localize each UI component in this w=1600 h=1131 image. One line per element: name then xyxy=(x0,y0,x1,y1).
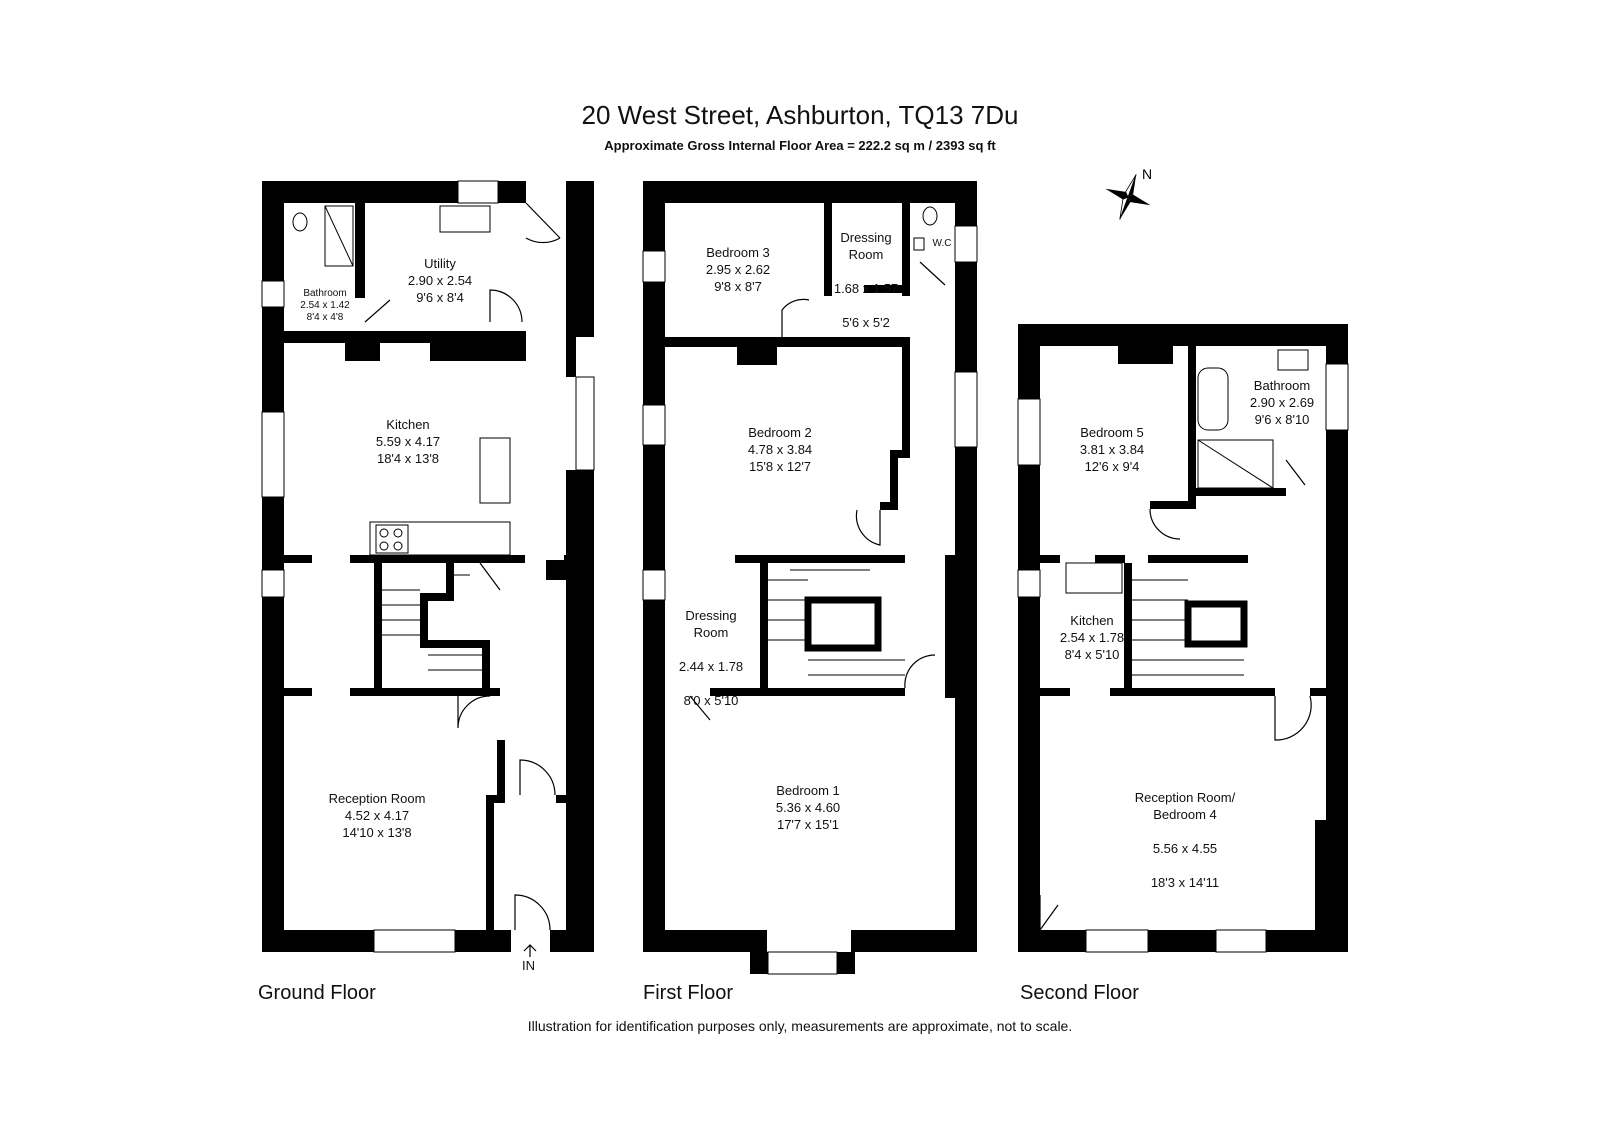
toilet-icon xyxy=(292,212,308,232)
ground-floor-walls xyxy=(262,181,594,952)
room-label-dressing-room-lower: Dressing Room 2.44 x 1.78 8'0 x 5'10 xyxy=(678,608,744,708)
room-label-bedroom-1: Bedroom 1 5.36 x 4.60 17'7 x 15'1 xyxy=(775,783,841,832)
room-label-bedroom-2: Bedroom 2 4.78 x 3.84 15'8 x 12'7 xyxy=(747,425,813,474)
floor-name-second: Second Floor xyxy=(1020,982,1139,1004)
room-label-reception-bedroom-4: Reception Room/ Bedroom 4 5.56 x 4.55 18… xyxy=(1134,790,1236,890)
north-label: N xyxy=(1142,166,1152,182)
shower-tray-icon xyxy=(324,205,354,267)
disclaimer-text: Illustration for identification purposes… xyxy=(527,1018,1073,1034)
compass-rose-icon: N xyxy=(1105,166,1152,220)
entrance-label: IN xyxy=(522,958,535,973)
room-label-utility: Utility 2.90 x 2.54 9'6 x 8'4 xyxy=(407,256,473,305)
bathtub-icon xyxy=(1197,367,1229,431)
floor-area-subtitle: Approximate Gross Internal Floor Area = … xyxy=(604,138,996,153)
room-label-kitchen: Kitchen 5.59 x 4.17 18'4 x 13'8 xyxy=(375,417,441,466)
room-label-ground-bathroom: Bathroom 2.54 x 1.42 8'4 x 4'8 xyxy=(300,288,350,323)
entrance-arrow-icon xyxy=(523,944,537,957)
kitchen-sink-icon xyxy=(479,437,511,504)
room-label-wc: W.C xyxy=(932,238,952,249)
room-label-reception-room: Reception Room 4.52 x 4.17 14'10 x 13'8 xyxy=(328,791,426,840)
sink-icon xyxy=(439,205,491,233)
room-label-second-kitchen: Kitchen 2.54 x 1.78 8'4 x 5'10 xyxy=(1059,613,1125,662)
room-label-second-bathroom: Bathroom 2.90 x 2.69 9'6 x 8'10 xyxy=(1249,378,1315,427)
floor-name-first: First Floor xyxy=(643,982,733,1004)
toilet-icon xyxy=(922,206,938,226)
hob-icon xyxy=(375,524,409,554)
kitchen-sink-icon xyxy=(1065,562,1123,594)
shower-tray-icon xyxy=(1197,439,1274,489)
first-floor-walls xyxy=(643,181,977,974)
page-title: 20 West Street, Ashburton, TQ13 7Du xyxy=(581,100,1019,130)
second-floor-walls xyxy=(1018,324,1348,952)
room-label-dressing-room-upper: Dressing Room 1.68 x 1.57 5'6 x 5'2 xyxy=(833,230,899,330)
floor-name-ground: Ground Floor xyxy=(258,982,376,1004)
room-label-bedroom-5: Bedroom 5 3.81 x 3.84 12'6 x 9'4 xyxy=(1079,425,1145,474)
basin-icon xyxy=(1277,349,1309,371)
room-label-bedroom-3: Bedroom 3 2.95 x 2.62 9'8 x 8'7 xyxy=(705,245,771,294)
